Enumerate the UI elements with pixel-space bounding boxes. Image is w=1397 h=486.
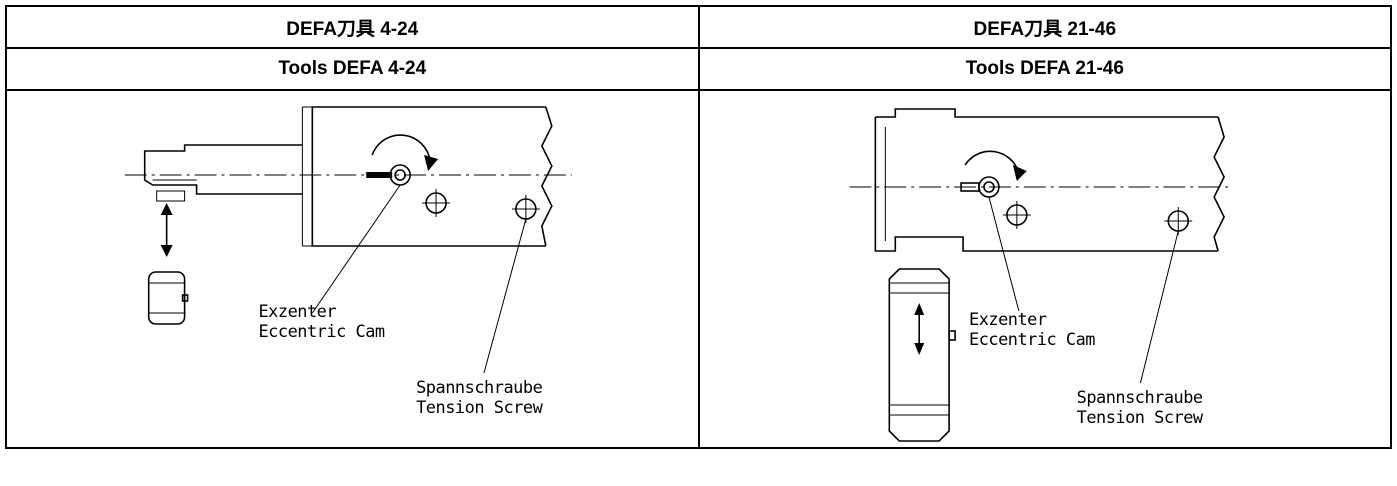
tool-body [301,106,553,247]
double-arrow-icon [913,303,924,355]
title-cn-21-46: DEFA刀具 21-46 [697,5,1392,49]
eccentric-cam-symbol [366,134,439,186]
eccentric-cam-symbol [959,150,1027,198]
label-screw-de: Spannschraube [1076,387,1202,407]
label-cam-en: Eccentric Cam [969,329,1095,349]
cam-leader [311,184,401,314]
label-cam-en: Eccentric Cam [258,322,384,342]
label-screw-en: Tension Screw [416,398,543,418]
tool-body [874,108,1225,252]
label-screw-en: Tension Screw [1076,407,1203,427]
label-screw-de: Spannschraube [416,378,542,398]
tool-drawing-21-46: Exzenter Eccentric Cam Spannschraube Ten… [848,108,1232,442]
tension-screw-symbol [1163,207,1192,235]
double-arrow-icon [160,203,173,257]
label-cam-de: Exzenter [969,309,1047,329]
header-row-en: Tools DEFA 4-24 Tools DEFA 21-46 [5,47,1392,91]
insert-part [147,271,189,325]
screw-leader [1139,230,1179,384]
label-cam-de: Exzenter [258,302,336,322]
drawing-cell-4-24: Exzenter Eccentric Cam Spannschraube Ten… [5,89,700,449]
title-cn-4-24: DEFA刀具 4-24 [5,5,700,49]
drawing-cell-21-46: Exzenter Eccentric Cam Spannschraube Ten… [697,89,1392,449]
screw-leader [483,218,527,374]
tool-shank [143,144,303,202]
tools-table: DEFA刀具 4-24 DEFA刀具 21-46 Tools DEFA 4-24… [5,5,1392,449]
header-row-cn: DEFA刀具 4-24 DEFA刀具 21-46 [5,5,1392,49]
pin-symbol [1002,201,1031,229]
title-en-21-46: Tools DEFA 21-46 [697,47,1392,91]
title-en-4-24: Tools DEFA 4-24 [5,47,700,91]
insert-part [888,268,956,442]
drawing-row: Exzenter Eccentric Cam Spannschraube Ten… [5,89,1392,449]
tension-screw-symbol [511,195,540,223]
tool-drawing-4-24: Exzenter Eccentric Cam Spannschraube Ten… [124,106,572,418]
pin-symbol [422,189,451,217]
cam-leader [987,196,1019,312]
